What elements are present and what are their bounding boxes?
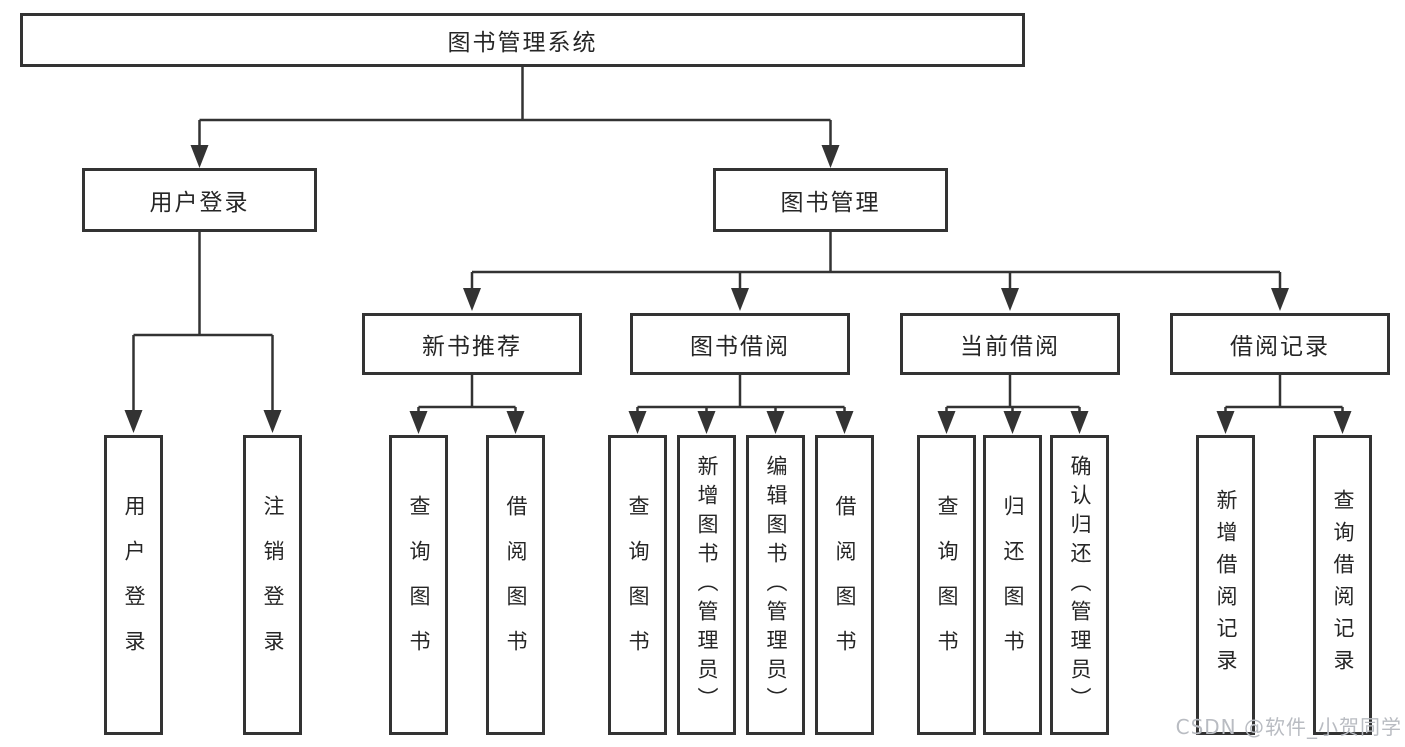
node-label: 用户登录 [149, 190, 250, 216]
arrow-down-icon [937, 411, 956, 434]
connector-line [417, 375, 517, 411]
leaf-logout: 注销登录 [243, 435, 302, 735]
arrow-down-icon [766, 411, 785, 434]
leaf-current-query-books: 查询图书 [917, 435, 976, 735]
connector-current-to-leaves [937, 375, 1089, 434]
node-label: 借阅图书 [504, 495, 528, 675]
node-label: 图书管理系统 [447, 30, 598, 56]
arrow-down-icon [835, 411, 854, 434]
csdn-watermark: CSDN @软件_小贺同学 [1175, 715, 1402, 739]
node-label: 当前借阅 [960, 334, 1060, 360]
node-label: 新增借阅记录 [1214, 489, 1238, 681]
leaf-borrow-add-books-admin: 新增图书（管理员） [677, 435, 736, 735]
node-new-book-recommend: 新书推荐 [362, 313, 582, 375]
arrow-down-icon [190, 145, 209, 168]
arrow-down-icon [1001, 288, 1019, 311]
connector-line [198, 67, 832, 145]
node-label: 注销登录 [261, 495, 285, 675]
arrow-down-icon [463, 288, 481, 311]
connector-line [636, 375, 846, 411]
connector-borrow-to-leaves [628, 375, 854, 434]
leaf-borrow-query-books: 查询图书 [608, 435, 667, 735]
node-label: 查询图书 [407, 495, 431, 675]
leaf-newbook-borrow-books: 借阅图书 [486, 435, 545, 735]
arrow-down-icon [628, 411, 647, 434]
connector-mgmt-to-level3 [463, 232, 1289, 311]
arrow-down-icon [506, 411, 525, 434]
node-label: 确认归还（管理员） [1068, 454, 1092, 716]
leaf-newbook-query-books: 查询图书 [389, 435, 448, 735]
leaf-borrow-edit-books-admin: 编辑图书（管理员） [746, 435, 805, 735]
node-label: 新增图书（管理员） [695, 454, 719, 716]
node-label: 图书借阅 [690, 334, 790, 360]
leaf-records-add-record: 新增借阅记录 [1196, 435, 1255, 735]
leaf-current-return-books: 归还图书 [983, 435, 1042, 735]
node-label: 归还图书 [1001, 495, 1025, 675]
connector-root-to-level2 [190, 67, 840, 168]
leaf-borrow-borrow-books: 借阅图书 [815, 435, 874, 735]
connector-login-to-leaves [124, 232, 282, 433]
node-borrow-records: 借阅记录 [1170, 313, 1390, 375]
connector-line [1224, 375, 1344, 411]
arrow-down-icon [1271, 288, 1289, 311]
node-label: 查询图书 [626, 495, 650, 675]
arrow-down-icon [1070, 411, 1089, 434]
node-label: 用户登录 [122, 495, 146, 675]
leaf-user-login: 用户登录 [104, 435, 163, 735]
arrow-down-icon [697, 411, 716, 434]
node-label: 编辑图书（管理员） [764, 454, 788, 716]
arrow-down-icon [1333, 411, 1352, 434]
arrow-down-icon [1003, 411, 1022, 434]
node-book-management: 图书管理 [713, 168, 948, 232]
connector-line [945, 375, 1081, 411]
arrow-down-icon [124, 410, 143, 433]
node-current-borrowing: 当前借阅 [900, 313, 1120, 375]
node-label: 借阅记录 [1230, 334, 1330, 360]
arrow-down-icon [1216, 411, 1235, 434]
connector-line [470, 232, 1282, 288]
arrow-down-icon [821, 145, 840, 168]
node-label: 新书推荐 [422, 334, 522, 360]
arrow-down-icon [731, 288, 749, 311]
node-user-login: 用户登录 [82, 168, 317, 232]
node-label: 查询图书 [935, 495, 959, 675]
node-label: 借阅图书 [833, 495, 857, 675]
node-book-borrowing: 图书借阅 [630, 313, 850, 375]
node-root-system: 图书管理系统 [20, 13, 1025, 67]
connector-newbook-to-leaves [409, 375, 525, 434]
connector-records-to-leaves [1216, 375, 1352, 434]
arrow-down-icon [409, 411, 428, 434]
arrow-down-icon [263, 410, 282, 433]
node-label: 查询借阅记录 [1331, 489, 1355, 681]
leaf-current-confirm-return-admin: 确认归还（管理员） [1050, 435, 1109, 735]
connector-line [132, 232, 274, 410]
node-label: 图书管理 [780, 190, 881, 216]
leaf-records-query-record: 查询借阅记录 [1313, 435, 1372, 735]
